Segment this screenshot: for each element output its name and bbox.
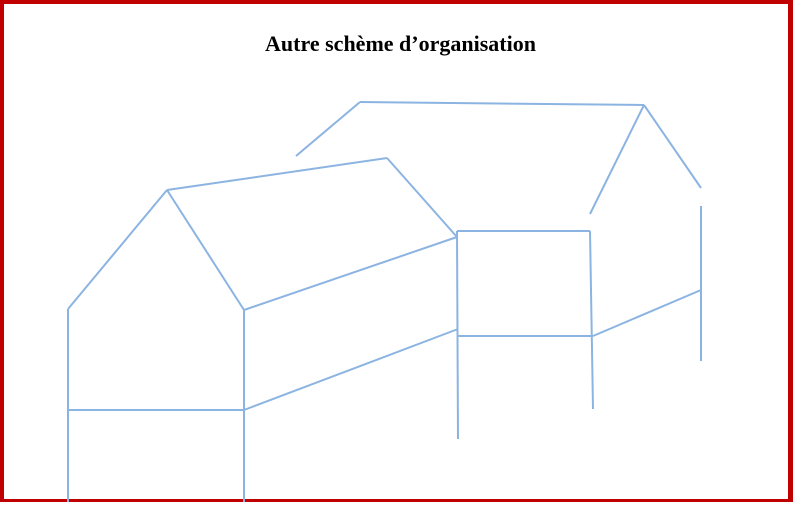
building-sketch: [67, 101, 702, 502]
front-roof-back-slope: [386, 157, 458, 238]
right-floor-line: [592, 289, 702, 337]
front-gable-left: [67, 189, 168, 310]
middle-right-wall: [589, 230, 594, 410]
side-floor-line: [243, 328, 459, 411]
middle-left-wall: [456, 230, 459, 440]
back-roof-slope-left: [589, 104, 645, 215]
front-eave-line: [243, 236, 458, 311]
middle-block: [456, 230, 702, 440]
front-roof-ridge: [166, 157, 388, 191]
back-building: [295, 101, 702, 361]
back-roof-left-stroke: [295, 101, 361, 157]
back-roof-slope-right: [643, 104, 702, 189]
back-roof-ridge: [359, 101, 645, 106]
diagram-title: Autre schème d’organisation: [265, 31, 536, 56]
front-gable-right: [166, 189, 245, 311]
front-building: [67, 157, 459, 502]
